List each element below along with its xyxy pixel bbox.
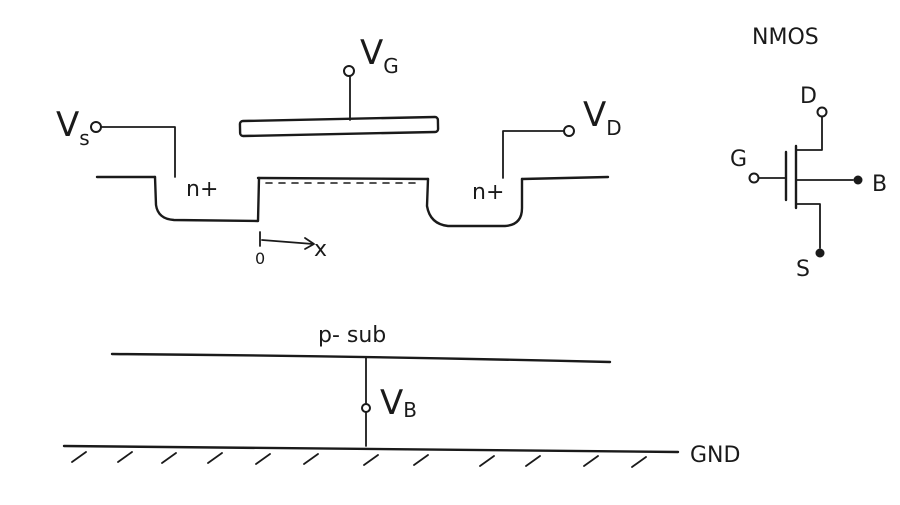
right-well-outline [425,177,524,228]
axis-x-label: x [314,237,327,262]
substrate-line [110,352,612,364]
symbol-body-terminal [853,175,863,185]
left-well-outline [153,175,261,223]
silicon-surface [95,175,610,181]
gate-voltage-label: VG [360,33,399,78]
symbol-drain-wire [795,116,823,151]
symbol-source-label: S [796,257,810,282]
source-terminal [90,121,102,133]
drain-terminal [563,125,575,137]
symbol-gate-terminal [748,172,760,184]
source-voltage-label: Vs [56,105,90,150]
body-voltage-label: VB [380,383,417,423]
right-well-label: n+ [472,180,504,205]
symbol-drain-terminal [816,106,828,118]
drain-voltage-label: VD [583,95,622,140]
source-wire [100,126,176,178]
axis-origin-label: 0 [255,249,265,268]
drain-wire [502,130,565,179]
nmos-title: NMOS [752,25,819,50]
ground-label: GND [690,443,740,468]
gate-plate [238,115,440,138]
left-well-label: n+ [186,177,218,202]
axis-arrow [261,237,315,250]
symbol-gate-label: G [730,147,747,172]
symbol-drain-label: D [800,84,817,109]
symbol-source-wire [795,203,821,249]
ground-hatching [71,451,647,468]
ground-line [62,444,680,454]
nmos-symbol: NMOS D G B S [730,25,887,282]
substrate-label: p- sub [318,323,386,348]
gate-terminal [343,65,355,77]
symbol-source-terminal [815,248,825,258]
body-terminal [361,403,371,413]
cross-section: n+ n+ VG Vs VD 0 x p- sub [56,33,740,468]
symbol-body-label: B [872,172,887,197]
